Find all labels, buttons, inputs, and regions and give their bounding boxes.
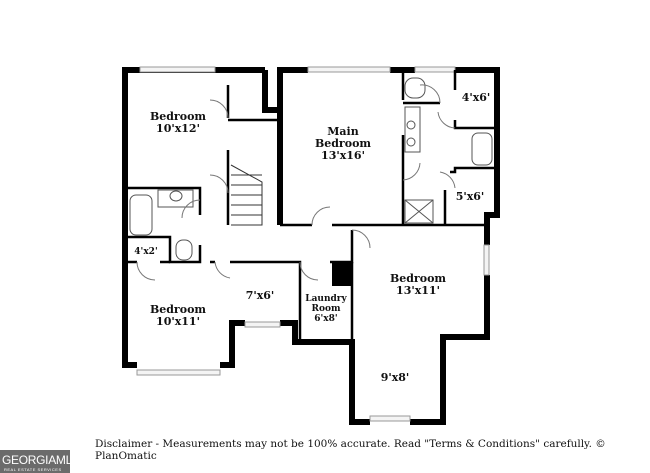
bedroom-10x12-label: Bedroom 10'x12' [150, 111, 206, 135]
room-size: 10'x12' [156, 122, 200, 135]
windows [136, 66, 490, 422]
interior-walls [125, 70, 497, 342]
fixtures [129, 77, 493, 261]
bath-5x6-label: 5'x6' [455, 190, 485, 203]
closet-4x6-label: 4'x6' [461, 91, 491, 104]
room-name: Laundry [305, 294, 347, 304]
chimney-block [332, 262, 352, 286]
room-name: Room [311, 304, 341, 314]
bedroom-13x11-label: Bedroom 13'x11' [390, 273, 446, 297]
room-size: 10'x11' [156, 315, 200, 328]
area-7x6-label: 7'x6' [245, 289, 275, 302]
room-size: 6'x8' [314, 314, 338, 324]
logo-name: GEORGIAMLS [2, 453, 80, 467]
room-name: Bedroom [149, 110, 207, 123]
room-size: 13'x16' [321, 149, 365, 162]
main-bedroom-label: Main Bedroom 13'x16' [315, 126, 371, 162]
room-name: Main [327, 125, 359, 138]
area-9x8-label: 9'x8' [380, 371, 410, 384]
room-size: 13'x11' [396, 284, 440, 297]
disclaimer-text: Disclaimer - Measurements may not be 100… [95, 438, 606, 462]
bedroom-10x11-label: Bedroom 10'x11' [150, 304, 206, 328]
room-name: Bedroom [314, 137, 372, 150]
door-swings [136, 84, 456, 281]
logo-subtitle: REAL ESTATE SERVICES [4, 467, 62, 472]
laundry-room-label: Laundry Room 6'x8' [305, 294, 347, 324]
room-name: Bedroom [149, 303, 207, 316]
stairs [230, 164, 263, 226]
room-name: Bedroom [389, 272, 447, 285]
georgia-mls-logo: GEORGIAMLS REAL ESTATE SERVICES [0, 450, 80, 473]
closet-4x2-label: 4'x2' [134, 247, 158, 257]
